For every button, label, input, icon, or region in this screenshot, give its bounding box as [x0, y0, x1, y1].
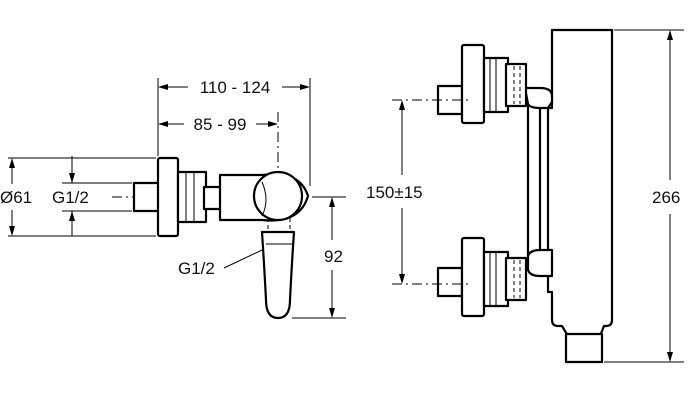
dim-inlet-thread: G1/2: [52, 188, 89, 207]
lower-inlet-stub: [436, 266, 464, 298]
dim-inlet-spacing: 150±15: [366, 183, 423, 202]
lower-elbow: [526, 248, 554, 278]
dim-lever-drop: 92: [324, 247, 343, 266]
handle-hub: [252, 170, 304, 222]
side-view: 110 - 124 85 - 99 Ø61 G1/2 G1/2: [0, 78, 346, 320]
lever-handle: [260, 230, 296, 320]
wall-flange: [156, 156, 180, 238]
connector: [176, 170, 208, 224]
dim-overall-height: 266: [652, 188, 680, 207]
dim-diameter: Ø61: [0, 188, 32, 207]
lower-flange: [460, 236, 486, 318]
upper-elbow: [523, 86, 554, 110]
dim-center-length: 85 - 99: [194, 115, 247, 134]
upper-nut: [504, 62, 528, 108]
lower-nut: [504, 256, 528, 302]
dim-overall-length: 110 - 124: [200, 78, 271, 97]
upper-flange: [460, 43, 486, 125]
front-view: 150±15 266: [366, 28, 684, 364]
inlet-stub: [132, 181, 162, 213]
dim-outlet-thread: G1/2: [178, 259, 215, 278]
mixer-column: [546, 28, 614, 338]
outlet-spout: [564, 332, 604, 364]
